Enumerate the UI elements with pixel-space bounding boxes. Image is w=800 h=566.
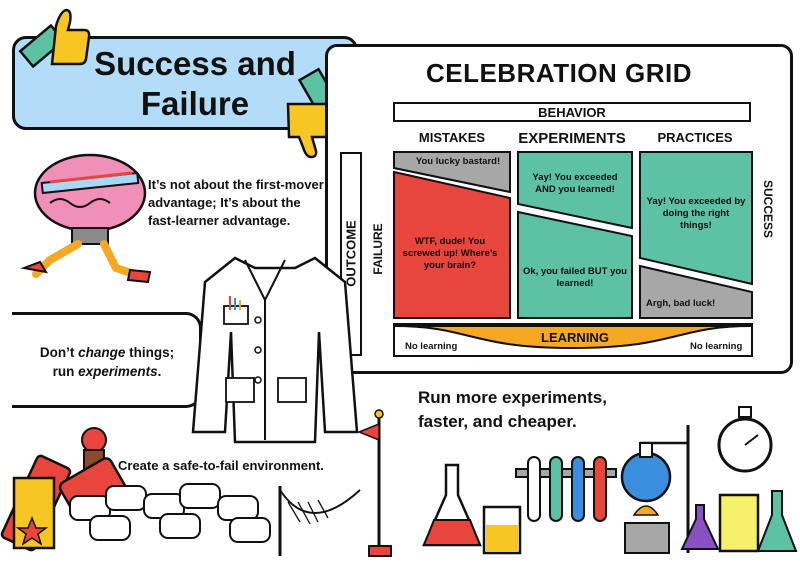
quote-change: Don’t change things; run experiments. bbox=[28, 343, 186, 381]
cell-practices-success bbox=[639, 151, 753, 286]
learning-label: LEARNING bbox=[541, 330, 609, 345]
behavior-label: BEHAVIOR bbox=[538, 105, 606, 120]
cell-text-practices-failure: Argh, bad luck! bbox=[646, 298, 716, 309]
running-brain-icon bbox=[20, 153, 152, 284]
no-learning-left: No learning bbox=[405, 341, 458, 352]
quote-experiments: Run more experiments, faster, and cheape… bbox=[418, 388, 607, 431]
cell-text-mistakes-success: You lucky bastard! bbox=[415, 156, 501, 167]
cell-mistakes-failure bbox=[393, 170, 511, 319]
cell-practices-failure bbox=[639, 264, 753, 319]
quote-brain: It’s not about the first-mover advantage… bbox=[148, 177, 324, 228]
column-practices: PRACTICES bbox=[657, 130, 733, 145]
behavior-bar: BEHAVIOR bbox=[393, 102, 751, 122]
quote-change-emph1: change bbox=[78, 345, 126, 360]
thumbs-up-icon bbox=[18, 8, 91, 69]
page-title: Success and Failure bbox=[94, 45, 296, 122]
learning-curve bbox=[393, 325, 753, 350]
speech-box bbox=[12, 312, 202, 408]
quote-safe: Create a safe-to-fail environment. bbox=[118, 458, 324, 473]
cell-experiments-failure bbox=[517, 210, 633, 319]
cell-text-mistakes-failure: WTF, dude! You screwed up! Where’s your … bbox=[402, 236, 498, 271]
pillows-net-icon bbox=[69, 483, 361, 556]
no-learning-right: No learning bbox=[690, 341, 743, 352]
cell-text-practices-success: Yay! You exceeded by doing the right thi… bbox=[646, 196, 746, 231]
column-mistakes: MISTAKES bbox=[418, 130, 486, 145]
cell-experiments-success bbox=[517, 151, 633, 230]
quote-change-middle: things; run bbox=[52, 345, 175, 379]
flag-pole-icon bbox=[356, 409, 392, 557]
cell-mistakes-success bbox=[393, 151, 511, 194]
quote-change-prefix: Don’t bbox=[39, 345, 79, 360]
column-experiments: EXPERIMENTS bbox=[518, 130, 626, 147]
cannon-icon bbox=[0, 427, 128, 552]
quote-change-suffix: . bbox=[157, 364, 162, 379]
lab-coat-icon bbox=[191, 256, 359, 444]
cell-text-experiments-failure: Ok, you failed BUT you learned! bbox=[523, 266, 627, 289]
grid-title: CELEBRATION GRID bbox=[425, 58, 693, 88]
cell-text-experiments-success: Yay! You exceeded AND you learned! bbox=[532, 172, 618, 195]
quote-change-emph2: experiments bbox=[78, 364, 158, 379]
lab-equipment-icon bbox=[422, 406, 798, 555]
